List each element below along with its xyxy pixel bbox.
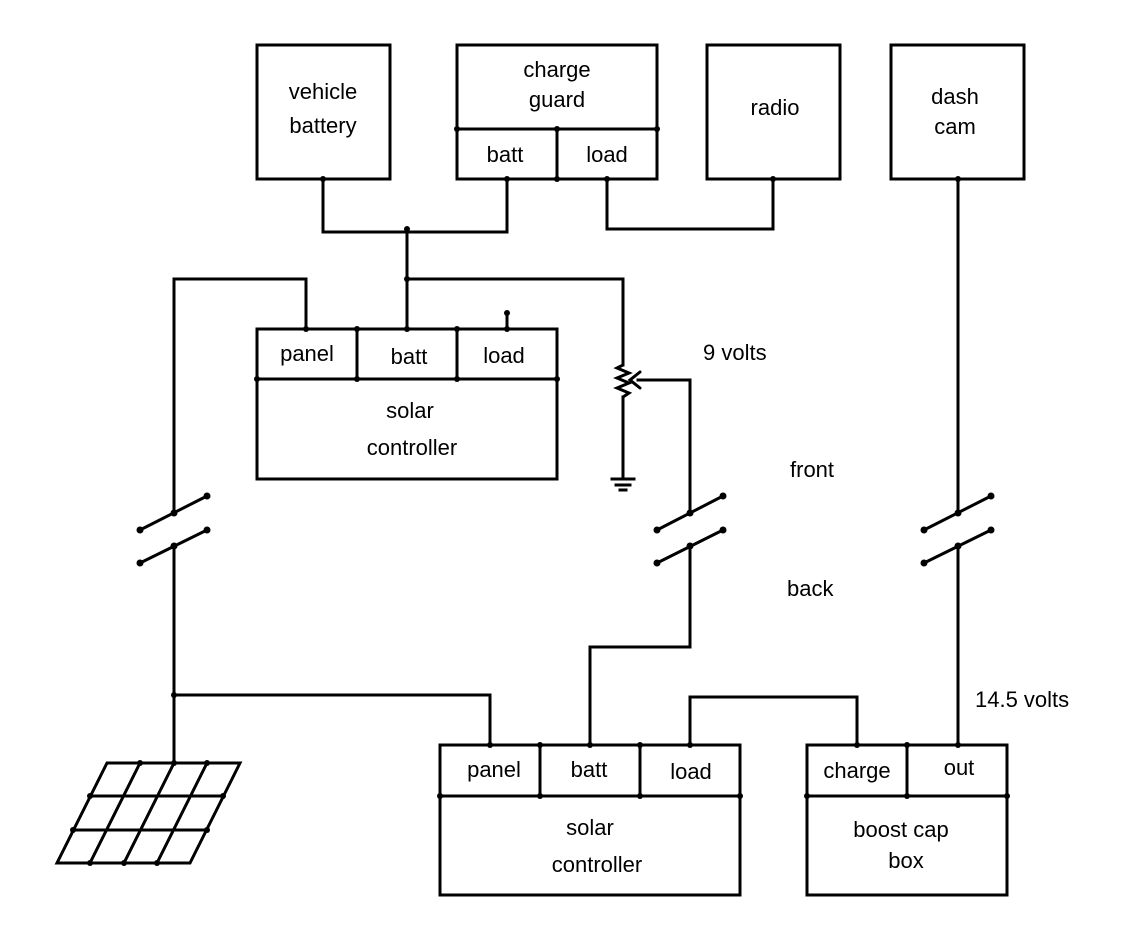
potentiometer-icon (613, 363, 642, 399)
boost-cap-box: charge out boost cap box (805, 743, 1009, 897)
wire-mid-connector-to-back-batt (588, 544, 692, 747)
nine-volts-label: 9 volts (703, 340, 767, 365)
solar-back-label-2: controller (552, 852, 642, 877)
solar-panel-icon (54, 760, 243, 866)
wire-pot-wiper-to-mid-connector (636, 378, 692, 516)
wire-panel-front-to-left-connector (172, 277, 308, 516)
radio-box: radio (705, 43, 842, 181)
junction-dots (70, 126, 1010, 866)
boost-label-1: boost cap (853, 817, 948, 842)
boost-label-2: box (888, 848, 923, 873)
connector-middle-icon (653, 492, 727, 567)
connector-left-icon (136, 492, 211, 567)
ground-icon (610, 477, 636, 492)
solar-front-port-panel: panel (280, 341, 334, 366)
wire-battery-to-junction (321, 177, 509, 234)
charge-guard-label-1: charge (523, 57, 590, 82)
solar-front-port-load: load (483, 343, 525, 368)
front-label: front (790, 457, 834, 482)
charge-guard-port-load: load (586, 142, 628, 167)
solar-back-port-load: load (670, 759, 712, 784)
solar-front-label-2: controller (367, 435, 457, 460)
charge-guard-label-2: guard (529, 87, 585, 112)
fourteen-volts-label: 14.5 volts (975, 687, 1069, 712)
dash-cam-box: dash cam (889, 43, 1026, 181)
charge-guard-box: charge guard batt load (455, 43, 659, 181)
solar-controller-back: panel batt load solar controller (438, 743, 742, 897)
connector-right-icon (920, 492, 995, 567)
wire-back-load-to-boost-charge (688, 695, 859, 747)
vehicle-battery-box: vehicle battery (255, 43, 392, 181)
solar-controller-front: panel batt load solar controller (255, 327, 559, 481)
boost-port-charge: charge (823, 758, 890, 783)
boost-port-out: out (944, 755, 975, 780)
solar-front-port-batt: batt (391, 344, 428, 369)
solar-back-port-batt: batt (571, 757, 608, 782)
wire-batt-to-pot (405, 277, 625, 367)
wire-junction-to-back-panel (172, 693, 492, 747)
dash-cam-label-1: dash (931, 84, 979, 109)
solar-back-label-1: solar (566, 815, 614, 840)
vehicle-battery-label-1: vehicle (289, 79, 357, 104)
charge-guard-port-batt: batt (487, 142, 524, 167)
wires (172, 177, 960, 765)
solar-back-port-panel: panel (467, 757, 521, 782)
back-label: back (787, 576, 834, 601)
radio-label: radio (751, 95, 800, 120)
dash-cam-label-2: cam (934, 114, 976, 139)
solar-front-label-1: solar (386, 398, 434, 423)
vehicle-battery-label-2: battery (289, 113, 356, 138)
wire-chargeguard-load-to-radio (605, 177, 775, 231)
